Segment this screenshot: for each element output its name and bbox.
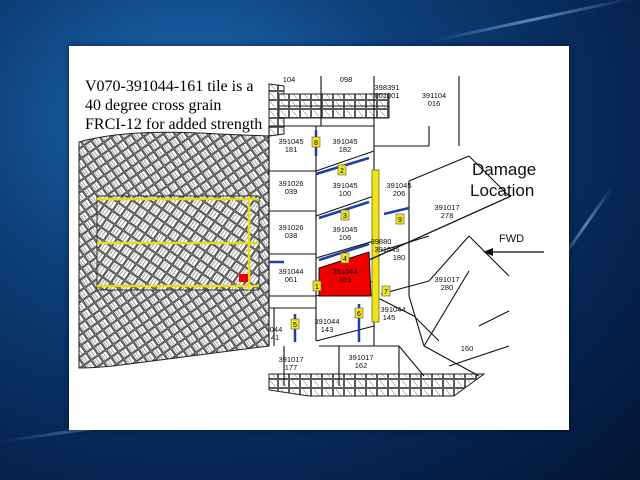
tile-label: 41 [271,333,279,342]
svg-text:9: 9 [398,217,402,224]
tile-label: 391044 [314,317,339,326]
caption-line-3: FRCI-12 for added strength [85,116,263,133]
tile-label: 391044 [278,267,303,276]
marker-1: 1 [312,280,322,292]
tile-outlines [268,76,510,386]
tile-label: 044 [270,325,283,334]
tile-label: 180 [393,253,406,262]
tile-label: 391026 [278,179,303,188]
tile-label: 162 [355,361,368,370]
tile-label: 206 [393,189,406,198]
gap-filler-strip [371,169,380,323]
svg-text:5: 5 [293,322,297,329]
marker-7: 7 [381,285,391,297]
tile-label: 280 [441,283,454,292]
tile-label: 391026 [278,223,303,232]
marker-9: 9 [395,213,405,225]
top-tile-row [278,93,390,107]
tile-label: 181 [285,145,298,154]
marker-8: 8 [311,136,321,148]
tile-label: 161 [339,275,352,284]
marker-2: 2 [337,164,347,176]
tile-label: 001001 [374,91,399,100]
tile-label: 39880 [371,237,392,246]
markers: 8 2 3 4 1 9 7 5 6 [290,136,405,330]
damage-label-line-1: Damage [472,160,537,179]
damage-label-line-2: Location [470,181,535,200]
svg-text:3: 3 [343,213,347,220]
tile-label: 391017 [278,355,303,364]
tile-label: 143 [321,325,334,334]
tile-label: 391045 [332,225,357,234]
svg-text:7: 7 [384,289,388,296]
tile-label: 039 [285,187,298,196]
tile-label: 391104 [422,91,446,100]
tile-label: 016 [428,99,441,108]
tile-label: 391017 [434,203,459,212]
marker-4: 4 [340,252,350,264]
tile-label: 391044 [332,267,357,276]
tile-label: 098 [340,75,353,84]
top-tile-row-2 [278,105,390,119]
svg-text:4: 4 [343,256,347,263]
damage-pointer-line [368,195,512,261]
tile-label: 391017 [434,275,459,284]
tile-label: 391045 [278,137,303,146]
tile-label: 160 [461,344,474,353]
left-yellow-gaps [97,196,259,290]
tile-label: 391045 [374,245,399,254]
tile-label: 145 [383,313,396,322]
left-damage-tile [239,274,248,282]
tile-label: 038 [285,231,298,240]
tile-map-diagram: 8 2 3 4 1 9 7 5 6 1040983983910010013911… [78,75,544,397]
caption-line-2: 40 degree cross grain [85,97,222,114]
tile-label: 104 [283,75,296,84]
tile-label: 100 [339,189,352,198]
tile-label: 391017 [348,353,373,362]
svg-text:1: 1 [315,284,319,291]
tile-label: 278 [441,211,454,220]
tile-label: 391045 [332,137,357,146]
svg-text:8: 8 [314,140,318,147]
svg-text:2: 2 [340,168,344,175]
bottom-tile-row [268,373,486,397]
background-streak [429,0,636,43]
marker-5: 5 [290,318,300,330]
svg-text:6: 6 [357,311,361,318]
tile-label: 106 [339,233,352,242]
tile-label: 061 [285,275,298,284]
tile-label: 391045 [332,181,357,190]
marker-3: 3 [340,209,350,221]
tile-label: 182 [339,145,352,154]
fwd-arrow [483,248,544,256]
tile-label: 391044 [380,305,405,314]
caption-line-1: V070-391044-161 tile is a [85,78,254,95]
tile-label: 177 [285,363,298,372]
tile-label: 391045 [386,181,411,190]
fwd-label: FWD [499,233,525,245]
marker-6: 6 [354,307,364,319]
tile-label: 398391 [374,83,399,92]
